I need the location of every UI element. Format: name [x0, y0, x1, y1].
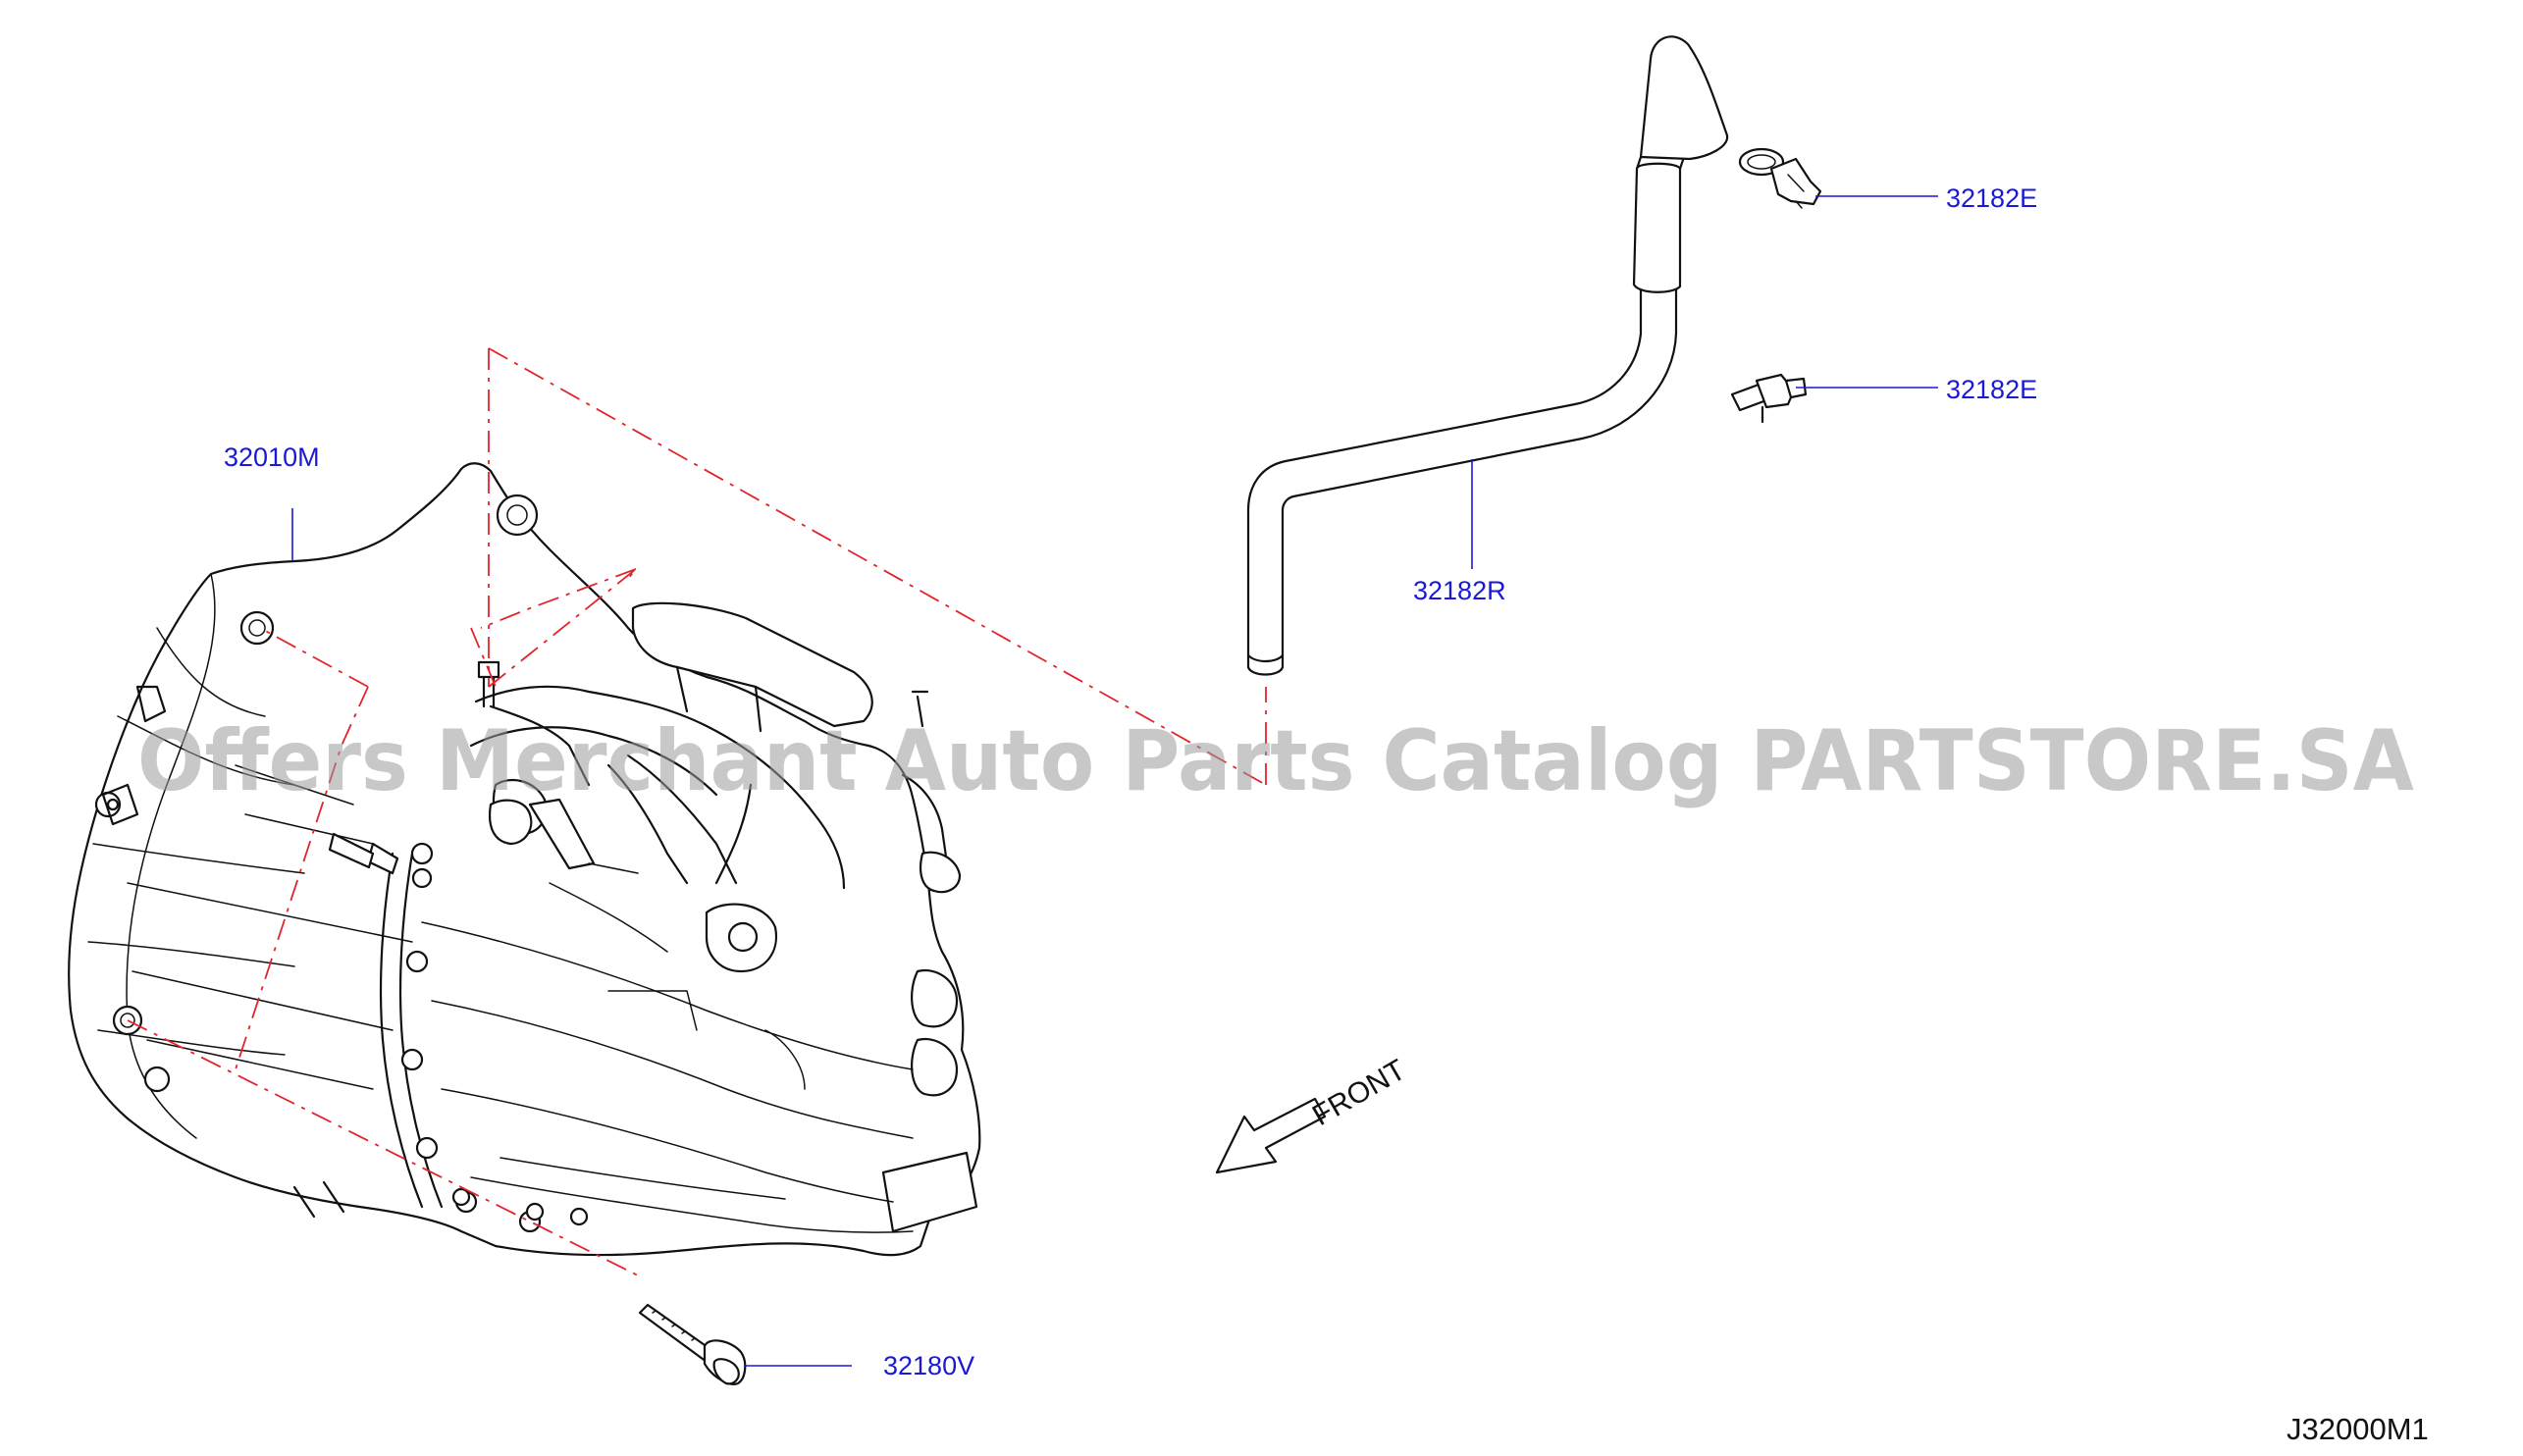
label-bolt-32180v[interactable]: 32180V: [883, 1351, 974, 1380]
bolt-32180v[interactable]: [638, 1303, 747, 1385]
assembly-reference-lines: [127, 347, 1267, 1276]
flange-bolts: [400, 842, 589, 1233]
label-clip-lower-32182e[interactable]: 32182E: [1946, 375, 2037, 404]
hose-clip-lower[interactable]: [1730, 373, 1808, 424]
watermark: Offers Merchant Auto Parts Catalog PARTS…: [137, 712, 2414, 810]
breather-hose[interactable]: [1246, 35, 1729, 676]
front-arrow: FRONT: [1215, 1054, 1411, 1174]
label-clip-upper-32182e[interactable]: 32182E: [1946, 183, 2037, 213]
transmission-assembly[interactable]: [68, 462, 981, 1257]
leader-lines: [291, 195, 1938, 1367]
label-transmission-32010m[interactable]: 32010M: [224, 442, 320, 472]
hose-clip-upper[interactable]: [1738, 147, 1822, 209]
front-label: FRONT: [1307, 1054, 1411, 1132]
diagram-code: J32000M1: [2286, 1412, 2429, 1446]
label-breather-hose-32182r[interactable]: 32182R: [1413, 576, 1506, 605]
